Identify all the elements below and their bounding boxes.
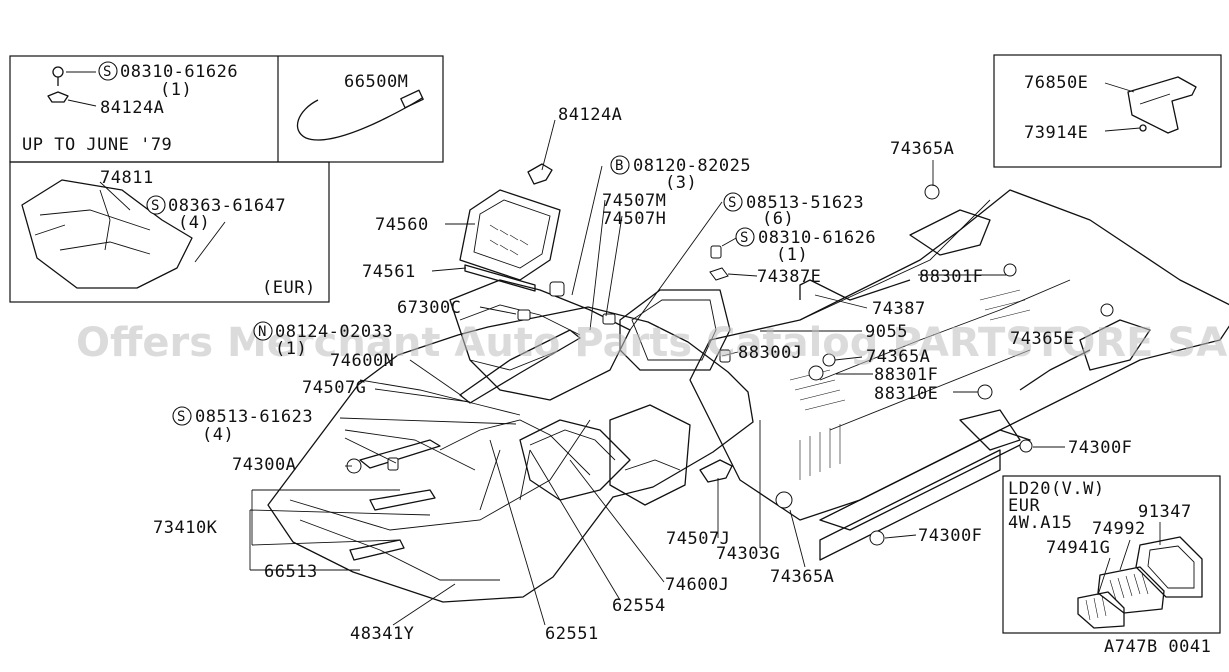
- callout-84124A: 84124A: [558, 105, 622, 125]
- part-a: 76850E: [1024, 73, 1088, 93]
- callout-9055: 9055: [865, 322, 908, 342]
- callout-74560: 74560: [375, 215, 429, 235]
- region-label: (EUR): [262, 278, 316, 298]
- leader-lines: [249, 119, 1065, 626]
- callout-74365E: 74365E: [1010, 329, 1074, 349]
- inset-top-right: 76850E 73914E: [993, 54, 1222, 168]
- callout-74507G: 74507G: [302, 378, 366, 398]
- s3-prefix: S: [177, 409, 185, 425]
- callout-74387E: 74387E: [757, 267, 821, 287]
- callout-qty-1: (1): [776, 245, 808, 265]
- callout-74561: 74561: [362, 262, 416, 282]
- variant-line1: LD20(V.W): [1008, 479, 1105, 499]
- callout-88300J: 88300J: [738, 343, 802, 363]
- bracket-icon: [1127, 76, 1197, 134]
- bolt-prefix: S: [103, 64, 111, 80]
- callout-67300C: 67300C: [397, 298, 461, 318]
- standard-part-symbol: [253, 321, 273, 341]
- rear-floor-panel: [689, 189, 1229, 561]
- callout-74507M: 74507M: [602, 191, 666, 211]
- n-prefix: N: [258, 324, 266, 340]
- s2-prefix: S: [740, 230, 748, 246]
- callout-08513-51623: 08513-51623: [746, 193, 864, 213]
- standard-part-symbol: [723, 192, 743, 212]
- callout-73410K: 73410K: [153, 518, 218, 538]
- bolt-prefix: S: [151, 198, 159, 214]
- part-b: 73914E: [1024, 123, 1088, 143]
- diagram-code: A747B 0041: [1104, 637, 1211, 657]
- callout-74300F-right: 74300F: [1068, 438, 1132, 458]
- standard-part-symbol: [98, 61, 118, 81]
- callout-62554: 62554: [612, 596, 666, 616]
- callout-08310-61626: 08310-61626: [758, 228, 876, 248]
- front-floor-panel: [267, 279, 754, 603]
- callout-74600J: 74600J: [665, 575, 729, 595]
- callout-74365A-top: 74365A: [890, 139, 954, 159]
- callout-74303G: 74303G: [716, 544, 780, 564]
- variant-line2: EUR: [1008, 496, 1040, 516]
- callout-62551: 62551: [545, 624, 599, 644]
- cable-icon: [296, 89, 424, 141]
- callout-74300A: 74300A: [232, 455, 296, 475]
- callout-74300F-bottom: 74300F: [918, 526, 982, 546]
- callout-08120-82025: 08120-82025: [633, 156, 751, 176]
- hardware-items: [346, 163, 1114, 546]
- clip-code: 84124A: [100, 98, 164, 118]
- part-c: 74941G: [1046, 538, 1110, 558]
- clip-icon: [47, 91, 69, 103]
- s1-prefix: S: [728, 195, 736, 211]
- callout-74507H: 74507H: [602, 209, 666, 229]
- callout-qty-1b: (1): [275, 339, 307, 359]
- callout-48341Y: 48341Y: [350, 624, 414, 644]
- callout-labels: 84124A B 08120-82025 (3) 74507M 74507H S…: [153, 105, 1211, 657]
- callout-88301F-top: 88301F: [919, 267, 983, 287]
- callout-74600N: 74600N: [330, 351, 394, 371]
- callout-74507J: 74507J: [666, 529, 730, 549]
- standard-part-symbol: [172, 406, 192, 426]
- b-prefix: B: [615, 158, 623, 174]
- cable-code: 66500M: [344, 72, 408, 92]
- bolt-icon: [52, 66, 64, 86]
- standard-part-symbol: [610, 155, 630, 175]
- callout-74365A-mid: 74365A: [866, 347, 930, 367]
- inset-note: UP TO JUNE '79: [22, 135, 172, 155]
- callout-qty-6: (6): [762, 209, 794, 229]
- inset-bottom-right: LD20(V.W) EUR 4W.A15 91347 74992 74941G: [1002, 475, 1221, 634]
- variant-line3: 4W.A15: [1008, 513, 1072, 533]
- floor-cover-icon: [21, 179, 193, 289]
- inset-mid-left: 74811 S 08363-61647 (4) (EUR): [9, 161, 330, 303]
- bolt-code: 08310-61626: [120, 62, 238, 82]
- callout-qty-3: (3): [665, 173, 697, 193]
- inset-top-left: S 08310-61626 (1) 84124A UP TO JUNE '79 …: [9, 55, 444, 163]
- bolt-qty: (4): [178, 213, 210, 233]
- callout-88310E: 88310E: [874, 384, 938, 404]
- callout-74387: 74387: [872, 299, 926, 319]
- callout-08513-61623: 08513-61623: [195, 407, 313, 427]
- panel-code: 74811: [100, 168, 154, 188]
- callout-74365A-bottom: 74365A: [770, 567, 834, 587]
- callout-88301F-mid: 88301F: [874, 365, 938, 385]
- bolt-code: 08363-61647: [168, 196, 286, 216]
- part-a: 91347: [1138, 502, 1192, 522]
- callout-qty-4: (4): [202, 425, 234, 445]
- side-panel-icon: [1077, 536, 1203, 629]
- part-b: 74992: [1092, 519, 1146, 539]
- standard-part-symbol: [146, 195, 166, 215]
- callout-66513: 66513: [264, 562, 318, 582]
- bolt-qty: (1): [160, 80, 192, 100]
- callout-08124-02033: 08124-02033: [275, 322, 393, 342]
- standard-part-symbol: [735, 227, 755, 247]
